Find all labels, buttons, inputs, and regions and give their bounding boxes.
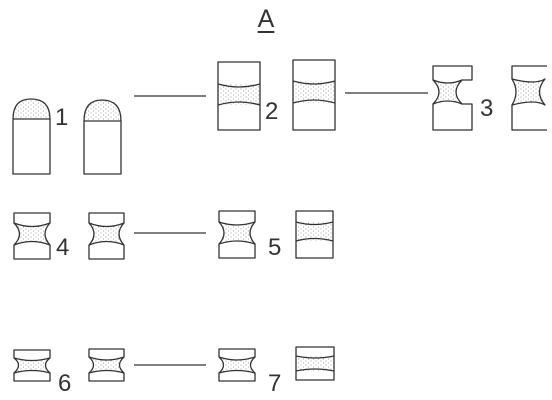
stage-3-cell-b — [511, 65, 547, 131]
stage-4-cell-a — [13, 212, 51, 260]
stage-label-6: 6 — [58, 370, 72, 397]
stage-label-4: 4 — [56, 234, 70, 261]
stage-5-cell-a — [218, 210, 256, 259]
stage-7-cell-a — [218, 348, 256, 382]
stage-5-cell-b — [295, 210, 334, 259]
stage-label-7: 7 — [268, 370, 282, 397]
stage-6-cell-a — [13, 349, 51, 382]
stage-4-cell-b — [88, 212, 125, 260]
stage-1-cell-a — [12, 98, 51, 175]
stage-label-3: 3 — [480, 95, 494, 122]
stage-6-cell-b — [88, 348, 125, 382]
stage-label-2: 2 — [265, 98, 279, 125]
stage-3-cell-a — [432, 65, 473, 131]
stage-label-1: 1 — [55, 104, 69, 131]
stage-label-5: 5 — [268, 234, 282, 261]
stage-2-cell-b — [292, 59, 336, 131]
stage-2-cell-a — [217, 61, 261, 131]
stage-1-cell-b — [83, 99, 122, 175]
figure-title: A — [257, 5, 275, 33]
stage-7-cell-b — [295, 346, 335, 381]
